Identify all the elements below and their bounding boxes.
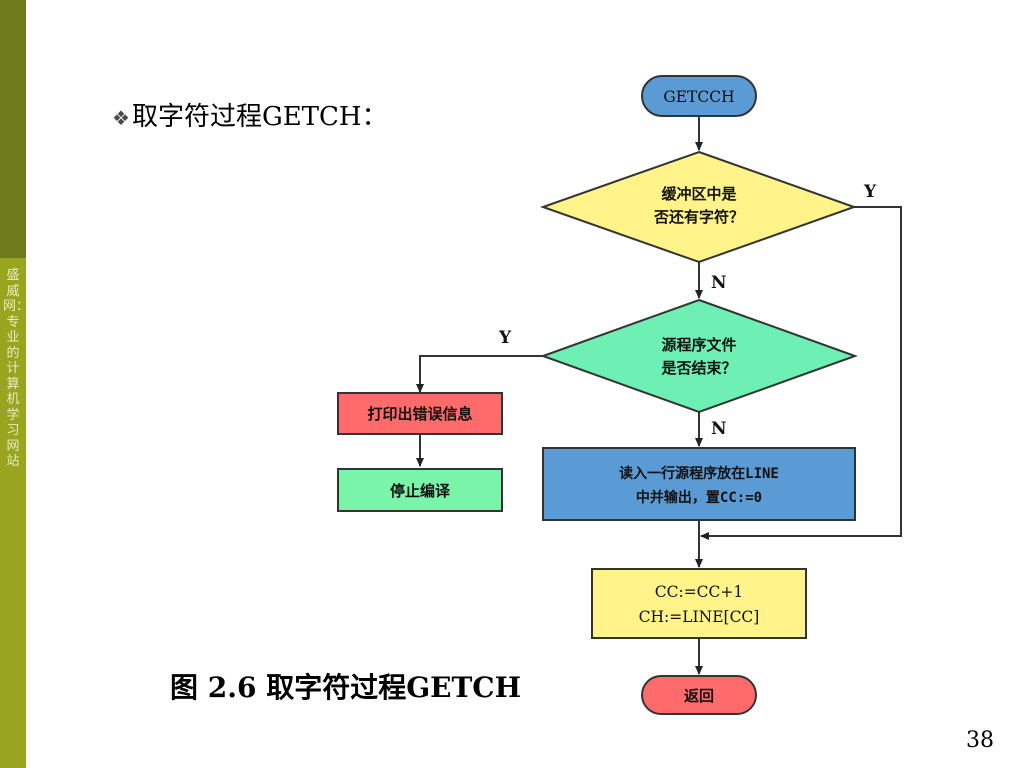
assign-line2: CH:=LINE[CC] [639, 608, 760, 626]
read-line2: 中并输出，置CC:=0 [636, 489, 762, 506]
stop-label: 停止编译 [390, 482, 451, 500]
decision1-shape [539, 150, 857, 264]
flowchart-connectors [416, 116, 902, 675]
slide-title-text: 取字符过程GETCH： [131, 102, 388, 132]
decision2-no-label: N [711, 419, 727, 439]
decision1-line2: 否还有字符？ [653, 208, 744, 226]
read-line1: 读入一行源程序放在LINE [619, 465, 779, 482]
start-shape [641, 75, 757, 117]
error-box: 打印出错误信息 [337, 392, 503, 435]
sidebar-bottom-band [0, 258, 26, 768]
assign-line1: CC:=CC+1 [655, 583, 744, 601]
arrow-decision2-yes [416, 355, 543, 393]
decision2-line1: 源程序文件 [661, 336, 736, 354]
start-label: GETCCH [663, 88, 734, 106]
decision-buffer-has-char: 缓冲区中是 否还有字符？ [539, 150, 857, 264]
decision1-line1: 缓冲区中是 [661, 185, 737, 203]
start-terminal: GETCCH [641, 75, 757, 117]
figure-caption: 图 2.6 取字符过程GETCH [170, 671, 522, 704]
assign-box: CC:=CC+1 CH:=LINE[CC] [591, 568, 807, 639]
decision2-yes-label: Y [498, 328, 512, 348]
decision2-line2: 是否结束？ [660, 359, 736, 377]
error-shape [337, 392, 503, 435]
end-label: 返回 [684, 687, 714, 705]
error-label: 打印出错误信息 [367, 405, 472, 423]
arrow-decision1-yes [700, 206, 902, 540]
end-shape [641, 675, 757, 715]
decision1-yes-label: Y [863, 182, 877, 202]
decision1-no-label: N [711, 273, 727, 293]
read-shape [542, 447, 856, 521]
page-number: 38 [966, 728, 994, 753]
stop-shape [337, 468, 503, 512]
slide-title: ❖取字符过程GETCH： [112, 96, 388, 133]
stop-box: 停止编译 [337, 468, 503, 512]
read-line-box: 读入一行源程序放在LINE 中并输出，置CC:=0 [542, 447, 856, 521]
sidebar-vertical-text: 盛威网：专业的计算机学习网站 [3, 268, 30, 469]
sidebar-top-band [0, 0, 26, 258]
decision-source-eof: 源程序文件 是否结束？ [540, 298, 858, 414]
decision2-shape [540, 298, 858, 414]
end-terminal: 返回 [641, 675, 757, 715]
assign-shape [591, 568, 807, 639]
diamond-bullet-icon: ❖ [112, 106, 130, 130]
